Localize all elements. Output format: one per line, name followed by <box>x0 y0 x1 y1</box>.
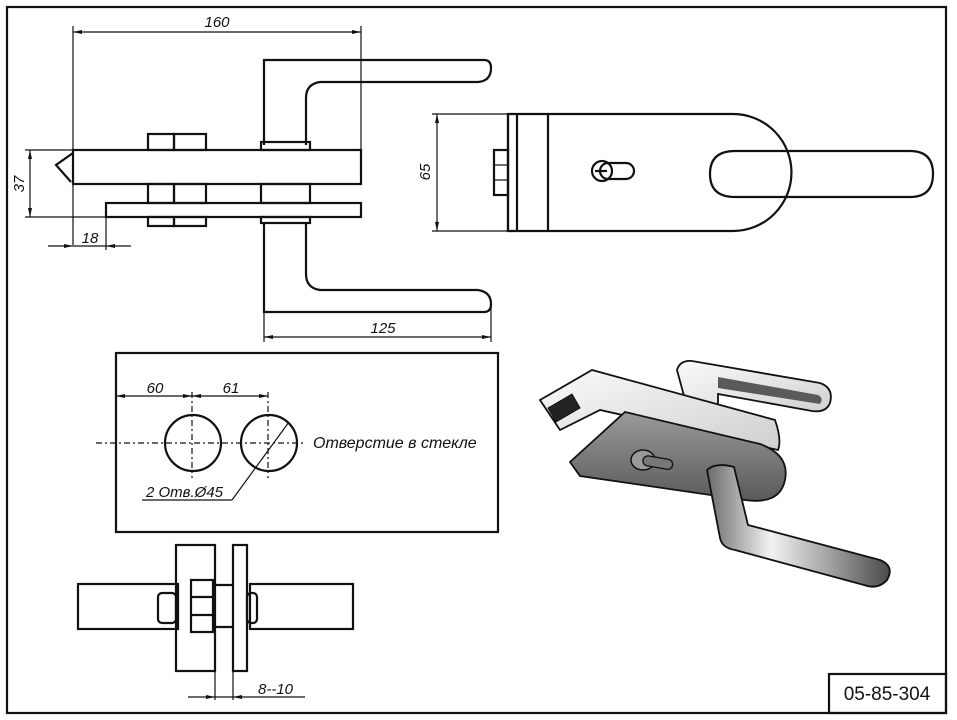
section-handle-right <box>248 582 355 631</box>
lower-handle-collar <box>259 215 312 225</box>
spacer-3 <box>259 182 312 205</box>
upper-handle <box>262 58 493 145</box>
upper-handle-collar <box>259 140 312 152</box>
screw-head-bottom-1 <box>146 215 176 228</box>
spacer-2 <box>172 182 208 205</box>
section-view: 8--10 <box>76 543 355 700</box>
section-nut <box>189 578 215 634</box>
section-collar-right <box>245 591 259 625</box>
lower-plate <box>104 201 363 219</box>
iso-front-handle <box>706 464 891 588</box>
screw-head-top-2 <box>172 132 208 152</box>
drawing-code-box: 05-85-304 <box>827 672 948 715</box>
iso-clamp-screw <box>547 393 581 423</box>
section-plate-right <box>231 543 249 673</box>
glass-hole-template: 60 61 2 Отв.Ø45 Отверстие в стекле <box>96 351 500 534</box>
glass-hole-note: Отверстие в стекле <box>313 435 477 452</box>
screw-head-top-1 <box>146 132 176 152</box>
glass-hole-1 <box>163 413 223 473</box>
drawing-frame <box>5 5 948 715</box>
dim-125-label: 125 <box>370 320 396 337</box>
dim-18-label: 18 <box>82 230 99 247</box>
glass-hole-2 <box>239 413 299 473</box>
screw-head-bottom-2 <box>172 215 208 228</box>
dim-160-label: 160 <box>204 14 230 31</box>
dim-65-label: 65 <box>417 163 434 180</box>
drawing-code: 05-85-304 <box>844 684 931 705</box>
hole-diameter-label: 2 Отв.Ø45 <box>145 484 224 501</box>
main-body <box>71 148 363 186</box>
dim-37-label: 37 <box>11 175 28 192</box>
dim-61-label: 61 <box>223 380 240 397</box>
side-view: 65 <box>417 112 935 233</box>
lower-handle <box>262 223 493 314</box>
side-screw <box>492 148 510 197</box>
dim-glass-thickness-label: 8--10 <box>258 681 294 698</box>
spacer-1 <box>146 182 176 205</box>
side-body <box>506 112 793 233</box>
section-handle-left <box>76 582 180 631</box>
side-handle <box>708 149 935 199</box>
section-collar-left <box>156 591 178 625</box>
keyhole-icon <box>590 159 636 183</box>
section-plate-left <box>174 543 217 673</box>
body-bevel <box>54 152 74 183</box>
dim-60-label: 60 <box>147 380 164 397</box>
isometric-view <box>538 360 891 588</box>
top-view: 160 37 18 125 <box>11 14 493 342</box>
